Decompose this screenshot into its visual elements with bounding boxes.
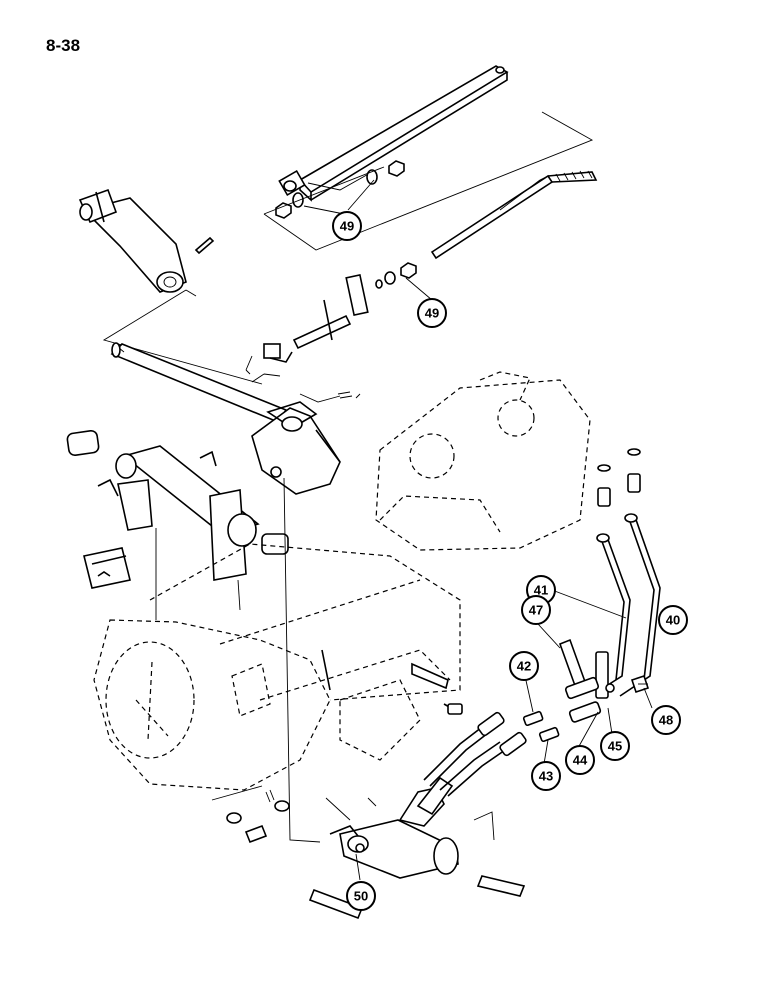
engine-block-phantom (375, 371, 591, 551)
roll-pin (194, 236, 215, 255)
mounting-brackets (321, 649, 463, 715)
threaded-rod (430, 170, 598, 260)
fitting-42 (522, 710, 544, 727)
callout-49-upper: 49 (332, 211, 362, 241)
lift-shaft (110, 342, 288, 423)
callout-49-lower-label: 49 (425, 306, 439, 321)
control-lever-bar (278, 65, 509, 202)
lift-cylinder (329, 776, 459, 879)
leader-arm (299, 393, 341, 403)
callout-45: 45 (600, 731, 630, 761)
lift-arm-housing (78, 188, 187, 293)
transmission-housing-phantom (93, 543, 461, 791)
callout-43: 43 (531, 761, 561, 791)
leader-housing (102, 289, 263, 385)
hydraulic-hoses (423, 711, 527, 797)
cylinder-pin-left (308, 888, 364, 920)
cylinder-mount-hardware (211, 785, 495, 844)
cross-shaft-bracket (66, 429, 289, 581)
callout-43-label: 43 (539, 769, 553, 784)
shim-plate (83, 547, 131, 589)
callout-49-lower: 49 (417, 298, 447, 328)
callout-49-upper-label: 49 (340, 219, 354, 234)
lift-arm (251, 401, 341, 495)
callout-50: 50 (346, 881, 376, 911)
steel-lines (596, 448, 661, 697)
cotter-pin (337, 391, 361, 399)
leader-upper-box (263, 111, 594, 251)
callout-42: 42 (509, 651, 539, 681)
callout-45-label: 45 (608, 739, 622, 754)
callout-40-label: 40 (666, 613, 680, 628)
callout-48: 48 (651, 705, 681, 735)
callout-48-label: 48 (659, 713, 673, 728)
callout-leaders (303, 179, 669, 881)
callout-42-label: 42 (517, 659, 531, 674)
clevis-link (245, 274, 369, 383)
callout-40: 40 (658, 605, 688, 635)
leader-vertical-3 (237, 579, 241, 611)
callout-47: 47 (521, 595, 551, 625)
page-number: 8-38 (46, 36, 81, 55)
cylinder-pin-right (476, 875, 526, 897)
callout-41-label: 41 (534, 583, 548, 598)
callout-44-label: 44 (573, 753, 588, 768)
washer-nut-set-lower (375, 262, 417, 289)
fitting-43 (538, 726, 560, 743)
clamp-bracket (558, 638, 650, 723)
washer-nut-set-upper (275, 160, 405, 219)
callout-47-label: 47 (529, 603, 543, 618)
leader-vertical-2 (283, 477, 321, 843)
callout-44: 44 (565, 745, 595, 775)
callout-50-label: 50 (354, 889, 368, 904)
